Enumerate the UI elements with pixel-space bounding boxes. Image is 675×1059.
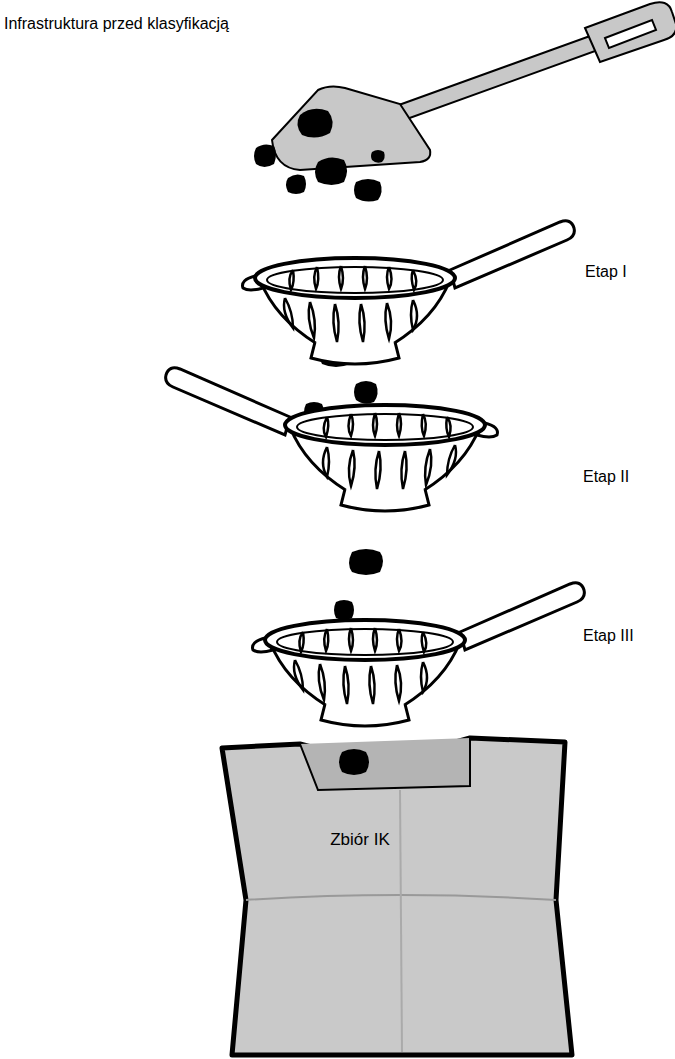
- sieve-stage-3: [253, 583, 585, 726]
- heading-label: Infrastruktura przed klasyfikacją: [4, 14, 229, 33]
- shovel: [272, 2, 675, 170]
- stage-label: Etap I: [585, 262, 627, 281]
- bag-label: Zbiór IK: [330, 830, 390, 850]
- stage-label: Etap III: [583, 626, 634, 645]
- bag-node: Zbiór IK: [250, 800, 470, 880]
- stage-label: Etap II: [583, 467, 629, 486]
- sieve-stage-2: [166, 368, 498, 511]
- collection-bag: [222, 738, 572, 1055]
- sieve-stage-1: [243, 221, 575, 364]
